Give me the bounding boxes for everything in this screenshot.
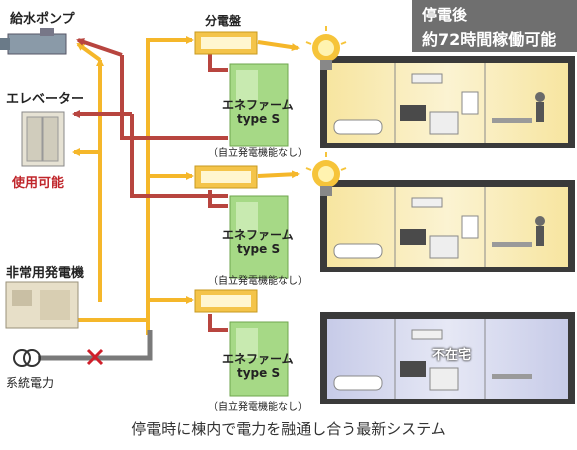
floor-2 [320,180,575,272]
usable-label: 使用可能 [12,176,65,191]
status-line-1: 停電後 [422,6,468,24]
unit-3-name-line2: type S [237,366,281,380]
unit-1-name-line2: type S [237,112,281,126]
enefarm-unit-1 [229,63,289,147]
bulb-icon-2 [305,152,347,196]
absent-label: 不在宅 [432,348,472,363]
grid-power-icon [13,349,41,367]
floor-3 [320,312,575,404]
grid-line [38,330,153,366]
unit-2-name-line1: エネファーム [222,228,294,242]
elevator-icon [21,111,65,167]
unit-2-note: （自立発電機能なし） [208,276,308,287]
return-flow-lines [72,38,228,332]
unit-1-note: （自立発電機能なし） [208,148,308,159]
floor-1 [320,56,575,148]
grid-label: 系統電力 [6,376,55,390]
status-box: 停電後 約72時間稼働可能 [412,0,577,52]
water-pump-icon [0,28,67,55]
enefarm-unit-3 [229,321,289,397]
enefarm-unit-2 [229,195,289,279]
generator-icon [5,281,79,329]
panel-label: 分電盤 [205,14,242,28]
unit-2-name-line2: type S [237,242,281,256]
unit-3-note: （自立発電機能なし） [208,402,308,413]
elevator-label: エレベーター [6,92,85,107]
generator-label: 非常用発電機 [6,266,85,281]
distribution-panel-2 [194,165,258,189]
distribution-panel-1 [194,31,258,55]
diagram-caption: 停電時に棟内で電力を融通し合う最新システム [131,420,446,438]
status-line-2: 約72時間稼働可能 [422,30,557,49]
distribution-panel-3 [194,289,258,313]
unit-3-name-line1: エネファーム [222,352,294,366]
pump-label: 給水ポンプ [10,12,75,27]
power-flow-lines [72,36,300,335]
unit-1-name-line1: エネファーム [222,98,294,112]
bulb-icon-1 [305,26,347,70]
